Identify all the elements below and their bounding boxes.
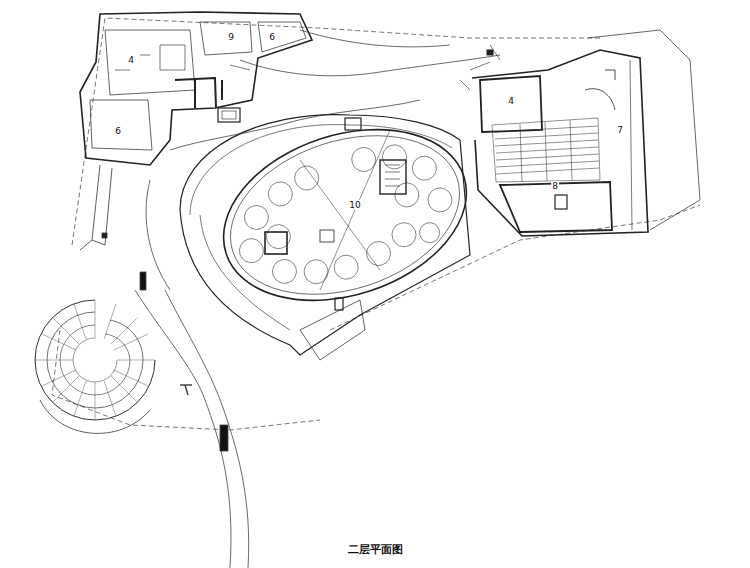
plan-line [80, 240, 92, 250]
plan-line [417, 220, 442, 245]
plan-line [630, 60, 632, 230]
plan-line [300, 130, 390, 290]
plan-line [492, 118, 600, 182]
room-number: 10 [348, 200, 361, 210]
plan-line [180, 385, 192, 395]
plan-line [345, 118, 361, 130]
plan-line [200, 215, 290, 330]
plan-line [331, 252, 361, 282]
plan-line [320, 230, 334, 242]
plan-line [263, 222, 293, 252]
plan-line [73, 338, 117, 382]
plan-line [585, 70, 615, 110]
plan-line [495, 126, 599, 174]
room-number: 8 [551, 181, 559, 191]
plan-line [220, 425, 228, 451]
plan-line [301, 257, 331, 287]
plan-line [170, 100, 420, 150]
spiral-structure [35, 300, 155, 433]
plan-line [146, 180, 170, 290]
central-hall [180, 100, 489, 360]
room-number: 4 [127, 55, 135, 65]
plan-line [480, 76, 612, 232]
plan-line [460, 45, 500, 90]
plan-line [201, 100, 488, 329]
plan-line [80, 12, 312, 165]
plan-line [265, 179, 295, 209]
plan-line [487, 50, 493, 55]
plan-line [389, 220, 419, 250]
plan-line [52, 330, 320, 430]
room-number: 9 [227, 32, 235, 42]
building-northwest [80, 12, 312, 165]
plan-line [35, 300, 155, 420]
plan-line [240, 55, 500, 76]
plan-line [218, 108, 240, 122]
plan-line [335, 298, 343, 310]
plan-line [175, 78, 222, 108]
plan-line [330, 205, 700, 330]
plan-line [220, 126, 466, 309]
plan-line [35, 300, 155, 420]
west-wing [80, 165, 112, 250]
plan-line [140, 272, 146, 290]
plan-line [90, 22, 306, 150]
plan-line [392, 180, 422, 210]
theatre-seating [492, 118, 600, 182]
plan-line [349, 144, 379, 174]
plan-line [222, 111, 236, 119]
plan-line [555, 195, 567, 209]
plan-line [520, 120, 572, 182]
plan-line [380, 160, 406, 194]
plan-line [236, 236, 266, 266]
site-boundary [52, 18, 700, 430]
plan-line [92, 165, 112, 245]
plan-line [292, 163, 322, 193]
plan-line [588, 30, 700, 230]
building-east [460, 30, 700, 236]
room-number: 6 [268, 32, 276, 42]
plan-line [35, 300, 155, 420]
room-number: 6 [114, 126, 122, 136]
plan-line [210, 108, 480, 322]
room-number: 4 [507, 96, 515, 106]
plan-line [385, 165, 400, 186]
plan-line [300, 300, 365, 360]
room-number: 7 [616, 125, 624, 135]
plan-line [165, 290, 249, 568]
plan-line [115, 45, 250, 70]
plan-line [269, 256, 299, 286]
plan-line [300, 30, 450, 47]
road [135, 30, 500, 568]
plan-line [379, 142, 409, 172]
plan-line [472, 50, 648, 236]
plan-line [102, 233, 107, 238]
plan-caption: 二层平面图 [348, 542, 403, 557]
plan-line [241, 202, 271, 232]
plan-line [425, 185, 455, 215]
plan-line [40, 400, 150, 433]
plan-line [135, 290, 231, 568]
plan-line [265, 232, 287, 254]
plan-line [409, 153, 439, 183]
plan-line [42, 304, 148, 416]
